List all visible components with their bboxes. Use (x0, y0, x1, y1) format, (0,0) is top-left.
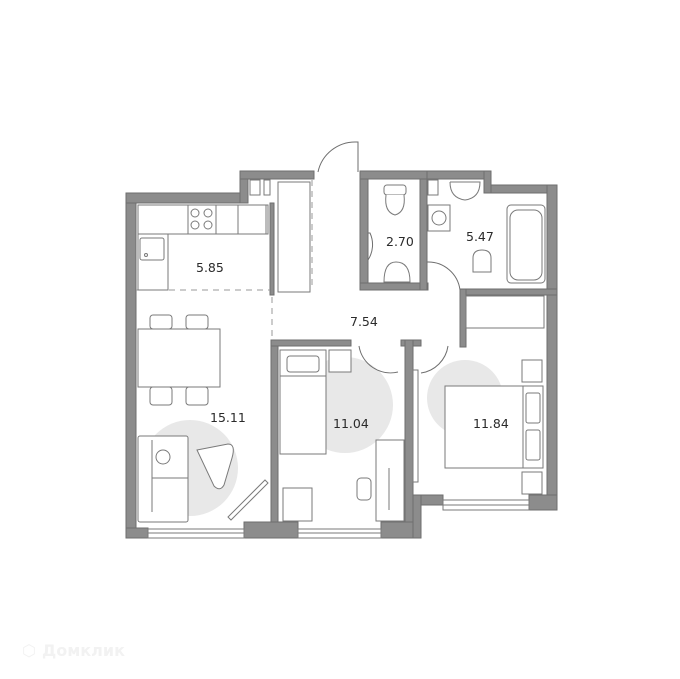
watermark: ⬡ Домклик (22, 641, 125, 660)
furniture (137, 181, 546, 523)
domclick-logo-icon: ⬡ (22, 641, 36, 660)
room-label-living: 15.11 (210, 410, 246, 425)
doors (317, 141, 461, 374)
windows (147, 179, 530, 539)
room-label-hall: 7.54 (350, 314, 378, 329)
room-label-kitchen: 5.85 (196, 260, 224, 275)
walls (125, 170, 558, 539)
room-label-wc: 2.70 (386, 234, 414, 249)
room-label-bathroom: 5.47 (466, 229, 494, 244)
room-label-bedroom-2: 11.84 (473, 416, 509, 431)
watermark-text: Домклик (41, 641, 125, 660)
room-label-bedroom-1: 11.04 (333, 416, 369, 431)
